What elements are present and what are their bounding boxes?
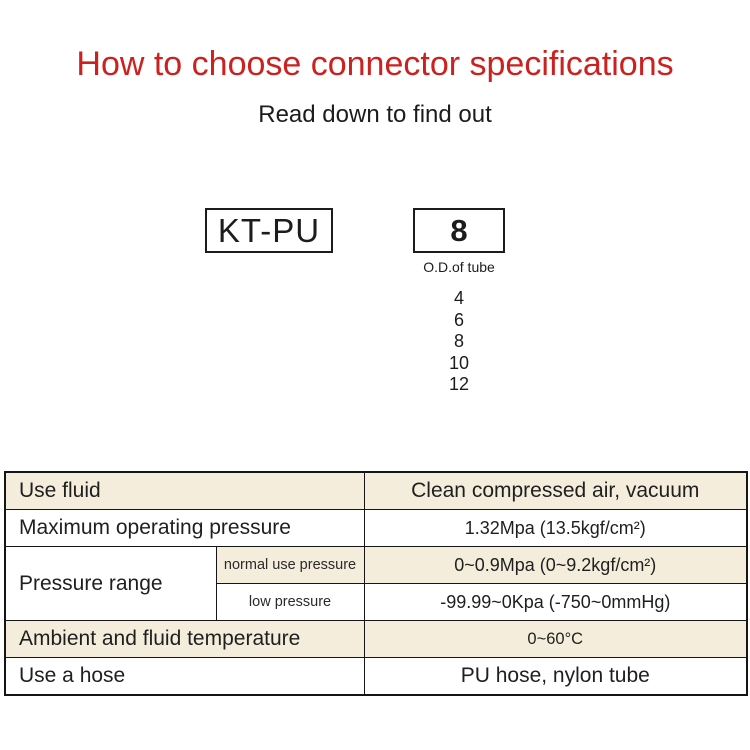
size-option: 6 xyxy=(453,309,464,330)
size-option: 12 xyxy=(448,374,470,394)
sub-row-value: 0~0.9Mpa (0~9.2kgf/cm²) xyxy=(363,546,748,584)
table-row-max-pressure: Maximum operating pressure 1.32Mpa (13.5… xyxy=(4,509,748,547)
size-option: 8 xyxy=(453,331,464,351)
row-value: PU hose, nylon tube xyxy=(363,657,748,696)
tube-size-value: 8 xyxy=(450,212,468,248)
row-label: Use fluid xyxy=(4,471,365,510)
sub-row-label: normal use pressure xyxy=(215,546,365,584)
row-label: Use a hose xyxy=(4,657,365,696)
page-title: How to choose connector specifications xyxy=(76,45,674,83)
row-label: Pressure range xyxy=(4,546,217,621)
table-row-pressure-range-low: low pressure -99.99~0Kpa (-750~0mmHg) xyxy=(5,583,748,621)
model-series-box: KT-PU xyxy=(205,208,333,253)
sub-row-label: low pressure xyxy=(215,583,365,621)
table-row-pressure-range-normal: Pressure range normal use pressure 0~0.9… xyxy=(4,546,748,621)
tube-size-box: 8 xyxy=(413,208,505,253)
page-subtitle: Read down to find out xyxy=(258,101,492,128)
row-label: Maximum operating pressure xyxy=(4,509,365,547)
spec-table: Use fluid Clean compressed air, vacuum M… xyxy=(4,471,749,696)
size-option: 4 xyxy=(453,288,464,308)
row-label: Ambient and fluid temperature xyxy=(4,620,365,658)
row-value: 1.32Mpa (13.5kgf/cm²) xyxy=(363,509,748,547)
table-row-hose: Use a hose PU hose, nylon tube xyxy=(4,657,748,696)
size-option: 10 xyxy=(448,352,470,373)
tube-size-caption: O.D.of tube xyxy=(423,259,495,275)
tube-size-options: 4 6 8 10 12 xyxy=(389,288,529,396)
table-row-use-fluid: Use fluid Clean compressed air, vacuum xyxy=(4,471,748,510)
table-row-temperature: Ambient and fluid temperature 0~60°C xyxy=(4,620,748,658)
sub-row-value: -99.99~0Kpa (-750~0mmHg) xyxy=(363,583,748,621)
row-value: Clean compressed air, vacuum xyxy=(363,471,748,510)
row-value: 0~60°C xyxy=(363,620,748,658)
model-series-label: KT-PU xyxy=(217,211,321,249)
